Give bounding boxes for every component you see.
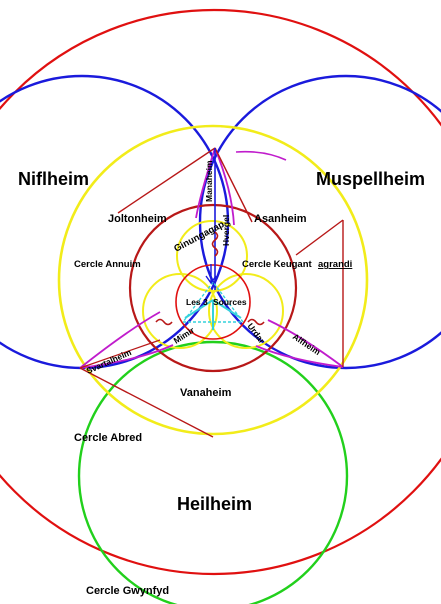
- chord-top-asanheim: [214, 147, 253, 223]
- label-alfheim: Alfheim: [291, 331, 323, 357]
- label-cercle-abred: Cercle Abred: [74, 432, 142, 444]
- label-cercle-annuim: Cercle Annuim: [74, 259, 141, 270]
- middle-red-circle: [128, 203, 298, 373]
- label-sources: Sources: [213, 297, 247, 307]
- left-magenta-arc-upper: [79, 311, 161, 369]
- top-magenta-arc-left: [195, 147, 216, 219]
- green-circle: [77, 340, 349, 604]
- label-cercle-gwynfyd: Cercle Gwynfyd: [86, 585, 169, 597]
- top-magenta-arc-right: [214, 147, 235, 226]
- label-cercle-keugant: Cercle Keugant: [242, 259, 313, 270]
- right-magenta-arc-upper: [267, 319, 344, 368]
- right-magenta-arc-lower: [255, 345, 344, 368]
- label-muspellheim: Muspellheim: [316, 169, 425, 189]
- chord-right-upper: [295, 219, 344, 256]
- left-small-yellow-circle: [142, 273, 218, 349]
- label-asanheim: Asanheim: [254, 213, 307, 225]
- outer-red-circle: [0, 8, 441, 576]
- center-red-circle: [175, 264, 251, 340]
- label-manaheim: Manaheim: [204, 160, 214, 202]
- label-heilheim: Heilheim: [177, 494, 252, 514]
- chord-left-upper: [79, 339, 161, 369]
- chord-left-lower: [79, 367, 214, 438]
- right-small-yellow-circle: [208, 273, 284, 349]
- label-niflheim: Niflheim: [18, 169, 89, 189]
- central-spoke-left: [184, 299, 214, 319]
- label-joltonheim: Joltonheim: [108, 213, 167, 225]
- label-hvergel: Hvergel: [221, 215, 231, 246]
- label-agrandi: agrandi: [318, 259, 352, 270]
- left-magenta-arc-lower: [79, 344, 174, 369]
- label-vanaheim: Vanaheim: [180, 387, 232, 399]
- label-les-3: Les 3: [186, 297, 208, 307]
- large-yellow-circle: [57, 124, 369, 436]
- right-blue-circle: [198, 74, 441, 370]
- chord-top-joltonheim: [117, 147, 216, 214]
- spring-mimir: [155, 318, 173, 326]
- central-spoke-right: [212, 299, 242, 319]
- magenta-arc-asanheim: [235, 150, 287, 161]
- spring-urdar: [247, 318, 265, 326]
- spring-hvergel: [211, 231, 219, 257]
- down-arrow-icon: [205, 264, 217, 285]
